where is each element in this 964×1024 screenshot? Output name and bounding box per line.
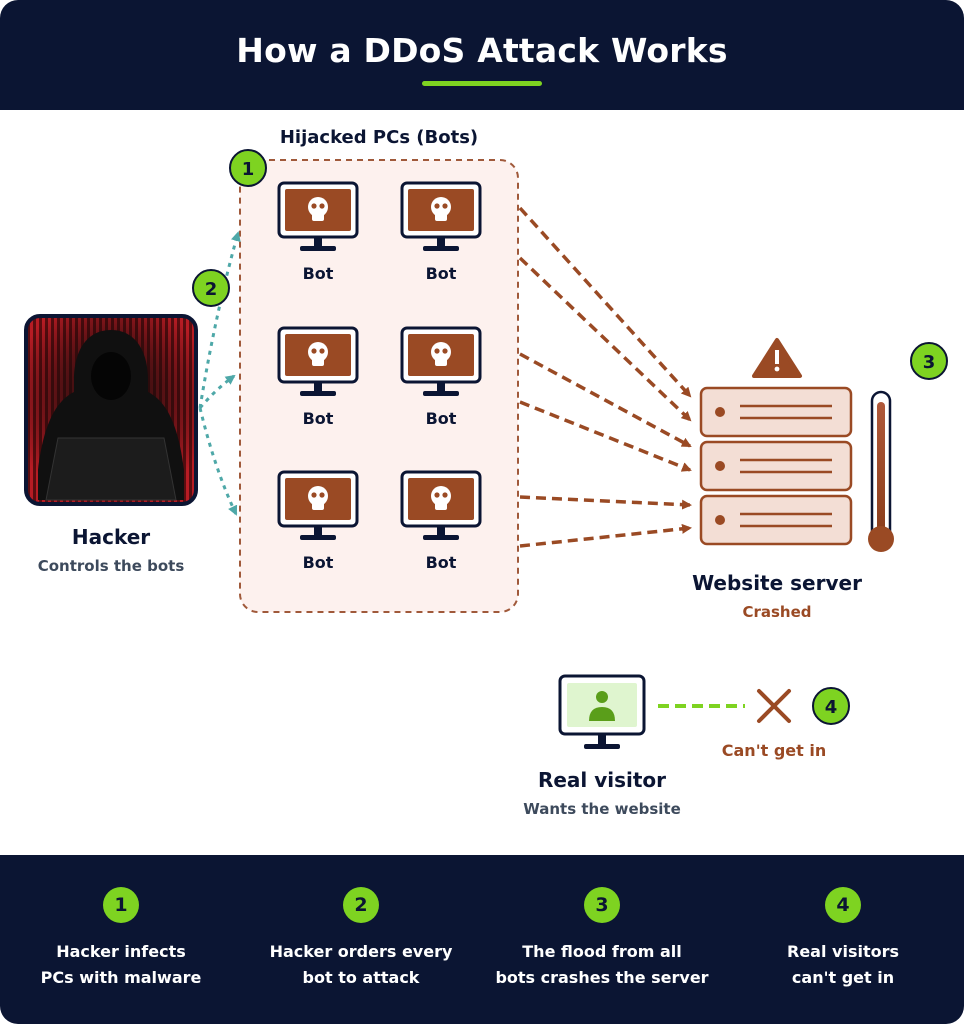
step-badge-2-number: 2 xyxy=(205,279,218,300)
footer-step-1-number: 1 xyxy=(103,887,139,923)
footer-step-2-line-1: Hacker orders every xyxy=(269,942,453,961)
command-arrow-bottom xyxy=(198,407,238,516)
footer-step-4-number: 4 xyxy=(825,887,861,923)
attack-arrow-5 xyxy=(519,495,692,510)
footer-step-3: 3 The flood from all bots crashes the se… xyxy=(482,887,722,991)
visitor-sublabel: Wants the website xyxy=(523,800,681,818)
visitor-blocked-label: Can't get in xyxy=(722,741,826,760)
bot-label: Bot xyxy=(426,264,457,283)
footer-step-4-line-1: Real visitors xyxy=(787,942,899,961)
visitor-monitor xyxy=(558,674,646,749)
footer-step-1: 1 Hacker infects PCs with malware xyxy=(1,887,241,991)
skull-icon xyxy=(431,197,451,221)
footer-step-3-line-1: The flood from all xyxy=(522,942,682,961)
footer-step-2: 2 Hacker orders every bot to attack xyxy=(241,887,481,991)
bot-5: Bot xyxy=(277,470,359,572)
person-icon xyxy=(589,691,615,721)
step-badge-4-number: 4 xyxy=(825,697,838,718)
footer-steps: 1 Hacker infects PCs with malware 2 Hack… xyxy=(0,855,964,1024)
server-label: Website server xyxy=(692,571,862,595)
step-badge-1: 1 xyxy=(229,149,267,187)
attack-arrow-4 xyxy=(519,400,692,472)
x-icon xyxy=(757,689,791,723)
warning-icon xyxy=(752,338,802,378)
hacker-image xyxy=(24,314,198,506)
step-badge-2: 2 xyxy=(192,269,230,307)
skull-icon xyxy=(308,342,328,366)
server-status: Crashed xyxy=(742,603,811,621)
hacker-label: Hacker xyxy=(72,525,150,549)
bot-label: Bot xyxy=(303,553,334,572)
command-arrow-top xyxy=(198,231,241,409)
bot-2: Bot xyxy=(400,181,482,283)
attack-arrow-1 xyxy=(518,206,692,398)
command-arrows xyxy=(198,231,241,516)
footer-step-4: 4 Real visitors can't get in xyxy=(723,887,963,991)
server-stack xyxy=(699,386,853,546)
bot-3: Bot xyxy=(277,326,359,428)
bot-label: Bot xyxy=(303,264,334,283)
footer-step-2-number: 2 xyxy=(343,887,379,923)
bot-label: Bot xyxy=(426,409,457,428)
bot-6: Bot xyxy=(400,470,482,572)
page-title: How a DDoS Attack Works xyxy=(236,31,728,70)
server-unit-3 xyxy=(699,494,853,546)
bot-label: Bot xyxy=(426,553,457,572)
hacker-sublabel: Controls the bots xyxy=(38,557,185,575)
step-badge-1-number: 1 xyxy=(242,159,255,180)
footer-step-1-line-2: PCs with malware xyxy=(40,968,202,987)
title-underline xyxy=(422,81,542,86)
step-badge-3: 3 xyxy=(910,342,948,380)
attack-arrow-3 xyxy=(519,352,692,448)
header-bar: How a DDoS Attack Works xyxy=(0,0,964,110)
footer-step-3-line-2: bots crashes the server xyxy=(495,968,709,987)
footer-step-4-line-2: can't get in xyxy=(791,968,895,987)
step-badge-4: 4 xyxy=(812,687,850,725)
attack-arrow-6 xyxy=(519,523,692,548)
server-unit-1 xyxy=(699,386,853,438)
server-unit-2 xyxy=(699,440,853,492)
step-badge-3-number: 3 xyxy=(923,352,936,373)
thermometer-icon xyxy=(868,390,894,552)
bot-4: Bot xyxy=(400,326,482,428)
visitor-label: Real visitor xyxy=(538,768,666,792)
bot-1: Bot xyxy=(277,181,359,283)
command-arrow-middle xyxy=(198,374,236,409)
skull-icon xyxy=(431,342,451,366)
attack-arrows xyxy=(518,206,692,548)
bots-group-title: Hijacked PCs (Bots) xyxy=(280,127,478,148)
skull-icon xyxy=(431,486,451,510)
footer-step-2-line-2: bot to attack xyxy=(302,968,420,987)
footer-step-1-line-1: Hacker infects xyxy=(56,942,186,961)
bot-label: Bot xyxy=(303,409,334,428)
skull-icon xyxy=(308,486,328,510)
skull-icon xyxy=(308,197,328,221)
attack-arrow-2 xyxy=(518,256,692,422)
footer-step-3-number: 3 xyxy=(584,887,620,923)
